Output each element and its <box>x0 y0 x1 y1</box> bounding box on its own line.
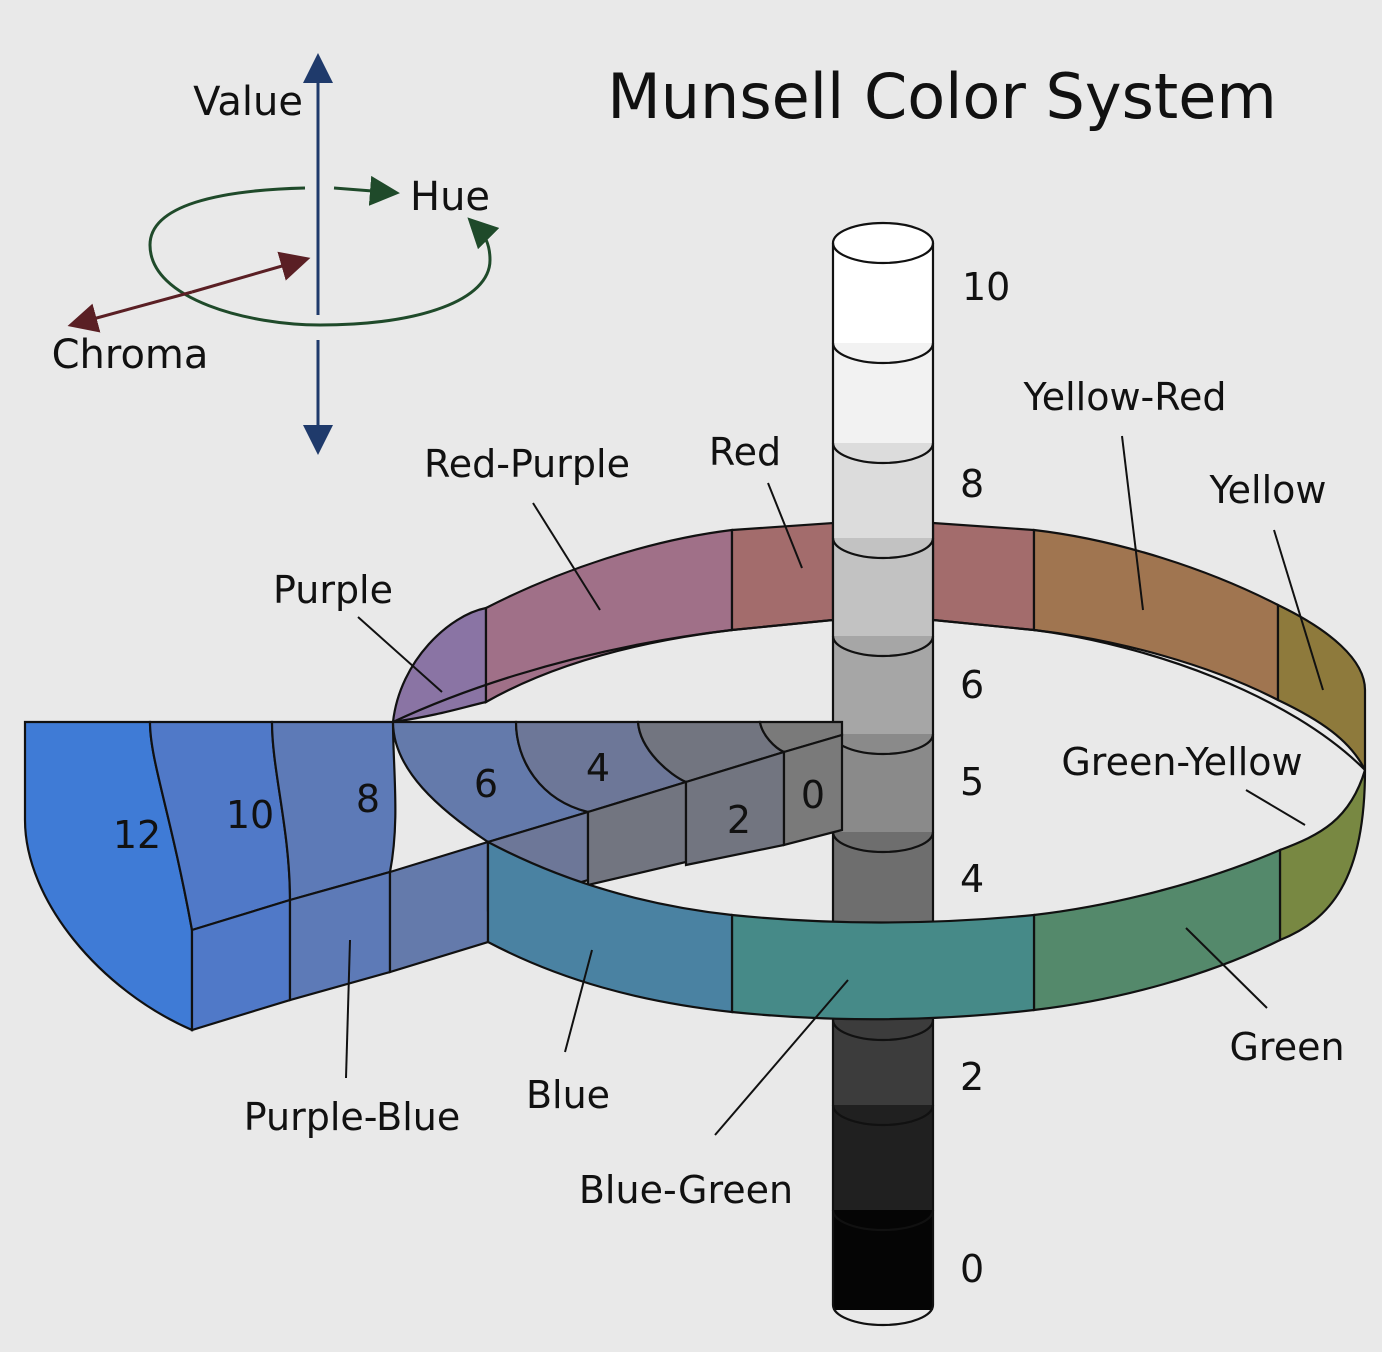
value-cylinder-upper <box>831 221 935 930</box>
leader-line <box>1245 789 1306 826</box>
hue-label-yellow-red: Yellow-Red <box>1023 375 1227 419</box>
hue-label-yellow: Yellow <box>1209 468 1327 512</box>
chroma-in-arrow <box>191 251 311 294</box>
hue-segment-green-yellow <box>1278 769 1367 942</box>
chroma-scale: 12 10 8 6 4 2 0 <box>113 746 825 857</box>
hue-label-green-yellow: Green-Yellow <box>1061 740 1302 784</box>
leader-line <box>345 939 351 1079</box>
leader-line <box>564 949 593 1053</box>
axes-legend: Value Hue Chroma <box>52 53 500 455</box>
hue-segment-green <box>1032 848 1282 1012</box>
value-label-4: 4 <box>960 857 984 901</box>
chroma-label-12: 12 <box>113 813 161 857</box>
value-label-2: 2 <box>960 1055 984 1099</box>
value-cylinder-top <box>831 221 935 265</box>
value-tick-line <box>831 537 935 560</box>
value-legend-label: Value <box>193 79 303 125</box>
hue-segment-purple <box>391 606 488 724</box>
value-segment-0 <box>833 1210 933 1310</box>
value-label-8: 8 <box>960 462 984 506</box>
hue-segment-yellow-red <box>1032 528 1280 702</box>
chroma-out-arrow <box>67 290 193 333</box>
leader-line <box>714 979 849 1136</box>
hue-top-arrow <box>333 175 400 206</box>
hue-ring-front <box>486 769 1367 1021</box>
value-label-6: 6 <box>960 663 984 707</box>
hue-label-red: Red <box>709 430 781 474</box>
chroma-label-2: 2 <box>727 798 751 842</box>
value-segment-9 <box>833 343 933 443</box>
hue-label-purple: Purple <box>273 568 393 612</box>
hue-segment-red-right <box>931 521 1036 632</box>
value-cylinder <box>831 1010 935 1327</box>
hue-label-purple-blue: Purple-Blue <box>244 1095 460 1139</box>
hue-segment-red <box>730 521 835 632</box>
leader-line <box>357 616 443 693</box>
hue-ring-inner-edge <box>392 618 1366 771</box>
chroma-front-0 <box>782 733 844 847</box>
hue-legend-label: Hue <box>410 174 490 220</box>
value-tick-line <box>831 1104 935 1127</box>
hue-label-green: Green <box>1229 1025 1344 1069</box>
value-tick-line <box>831 635 935 658</box>
value-tick-line <box>831 442 935 465</box>
hue-circle-arrow <box>148 186 500 327</box>
chroma-label-8: 8 <box>356 777 380 821</box>
value-label-0: 0 <box>960 1247 984 1291</box>
value-segment-5 <box>833 734 933 832</box>
leader-line <box>1121 435 1144 611</box>
leader-line <box>1273 529 1324 691</box>
hue-segment-blue <box>486 840 734 1014</box>
value-segment-1 <box>833 1105 933 1210</box>
hue-labels: Red Yellow-Red Yellow Green-Yellow Green… <box>244 375 1345 1212</box>
value-cylinder-bottom-outline <box>831 1010 935 1327</box>
value-tick-line <box>831 342 935 365</box>
hue-segment-blue-green <box>730 913 1036 1021</box>
chroma-label-10: 10 <box>226 793 274 837</box>
hue-label-blue: Blue <box>526 1073 610 1117</box>
value-tick-line <box>831 1209 935 1232</box>
hue-segment-red-purple <box>484 528 734 704</box>
chroma-label-6: 6 <box>474 762 498 806</box>
value-segment-6 <box>833 636 933 734</box>
hue-label-red-purple: Red-Purple <box>424 442 630 486</box>
chroma-slab <box>23 720 844 1032</box>
value-tick-line <box>831 1019 935 1042</box>
value-tick-line <box>831 831 935 854</box>
hue-label-blue-green: Blue-Green <box>579 1168 793 1212</box>
leader-line <box>767 482 803 569</box>
value-segment-2 <box>833 1010 933 1105</box>
chroma-legend-label: Chroma <box>52 332 209 378</box>
chroma-label-0: 0 <box>801 773 825 817</box>
value-label-5: 5 <box>960 760 984 804</box>
value-segment-7 <box>833 538 933 636</box>
page-title: Munsell Color System <box>607 60 1276 133</box>
chroma-front-6 <box>388 840 490 974</box>
leader-line <box>532 502 601 611</box>
value-label-10: 10 <box>962 265 1010 309</box>
leader-line <box>1185 927 1268 1009</box>
value-scale: 10 8 6 5 4 2 0 <box>960 265 1010 1291</box>
chroma-label-4: 4 <box>586 746 610 790</box>
